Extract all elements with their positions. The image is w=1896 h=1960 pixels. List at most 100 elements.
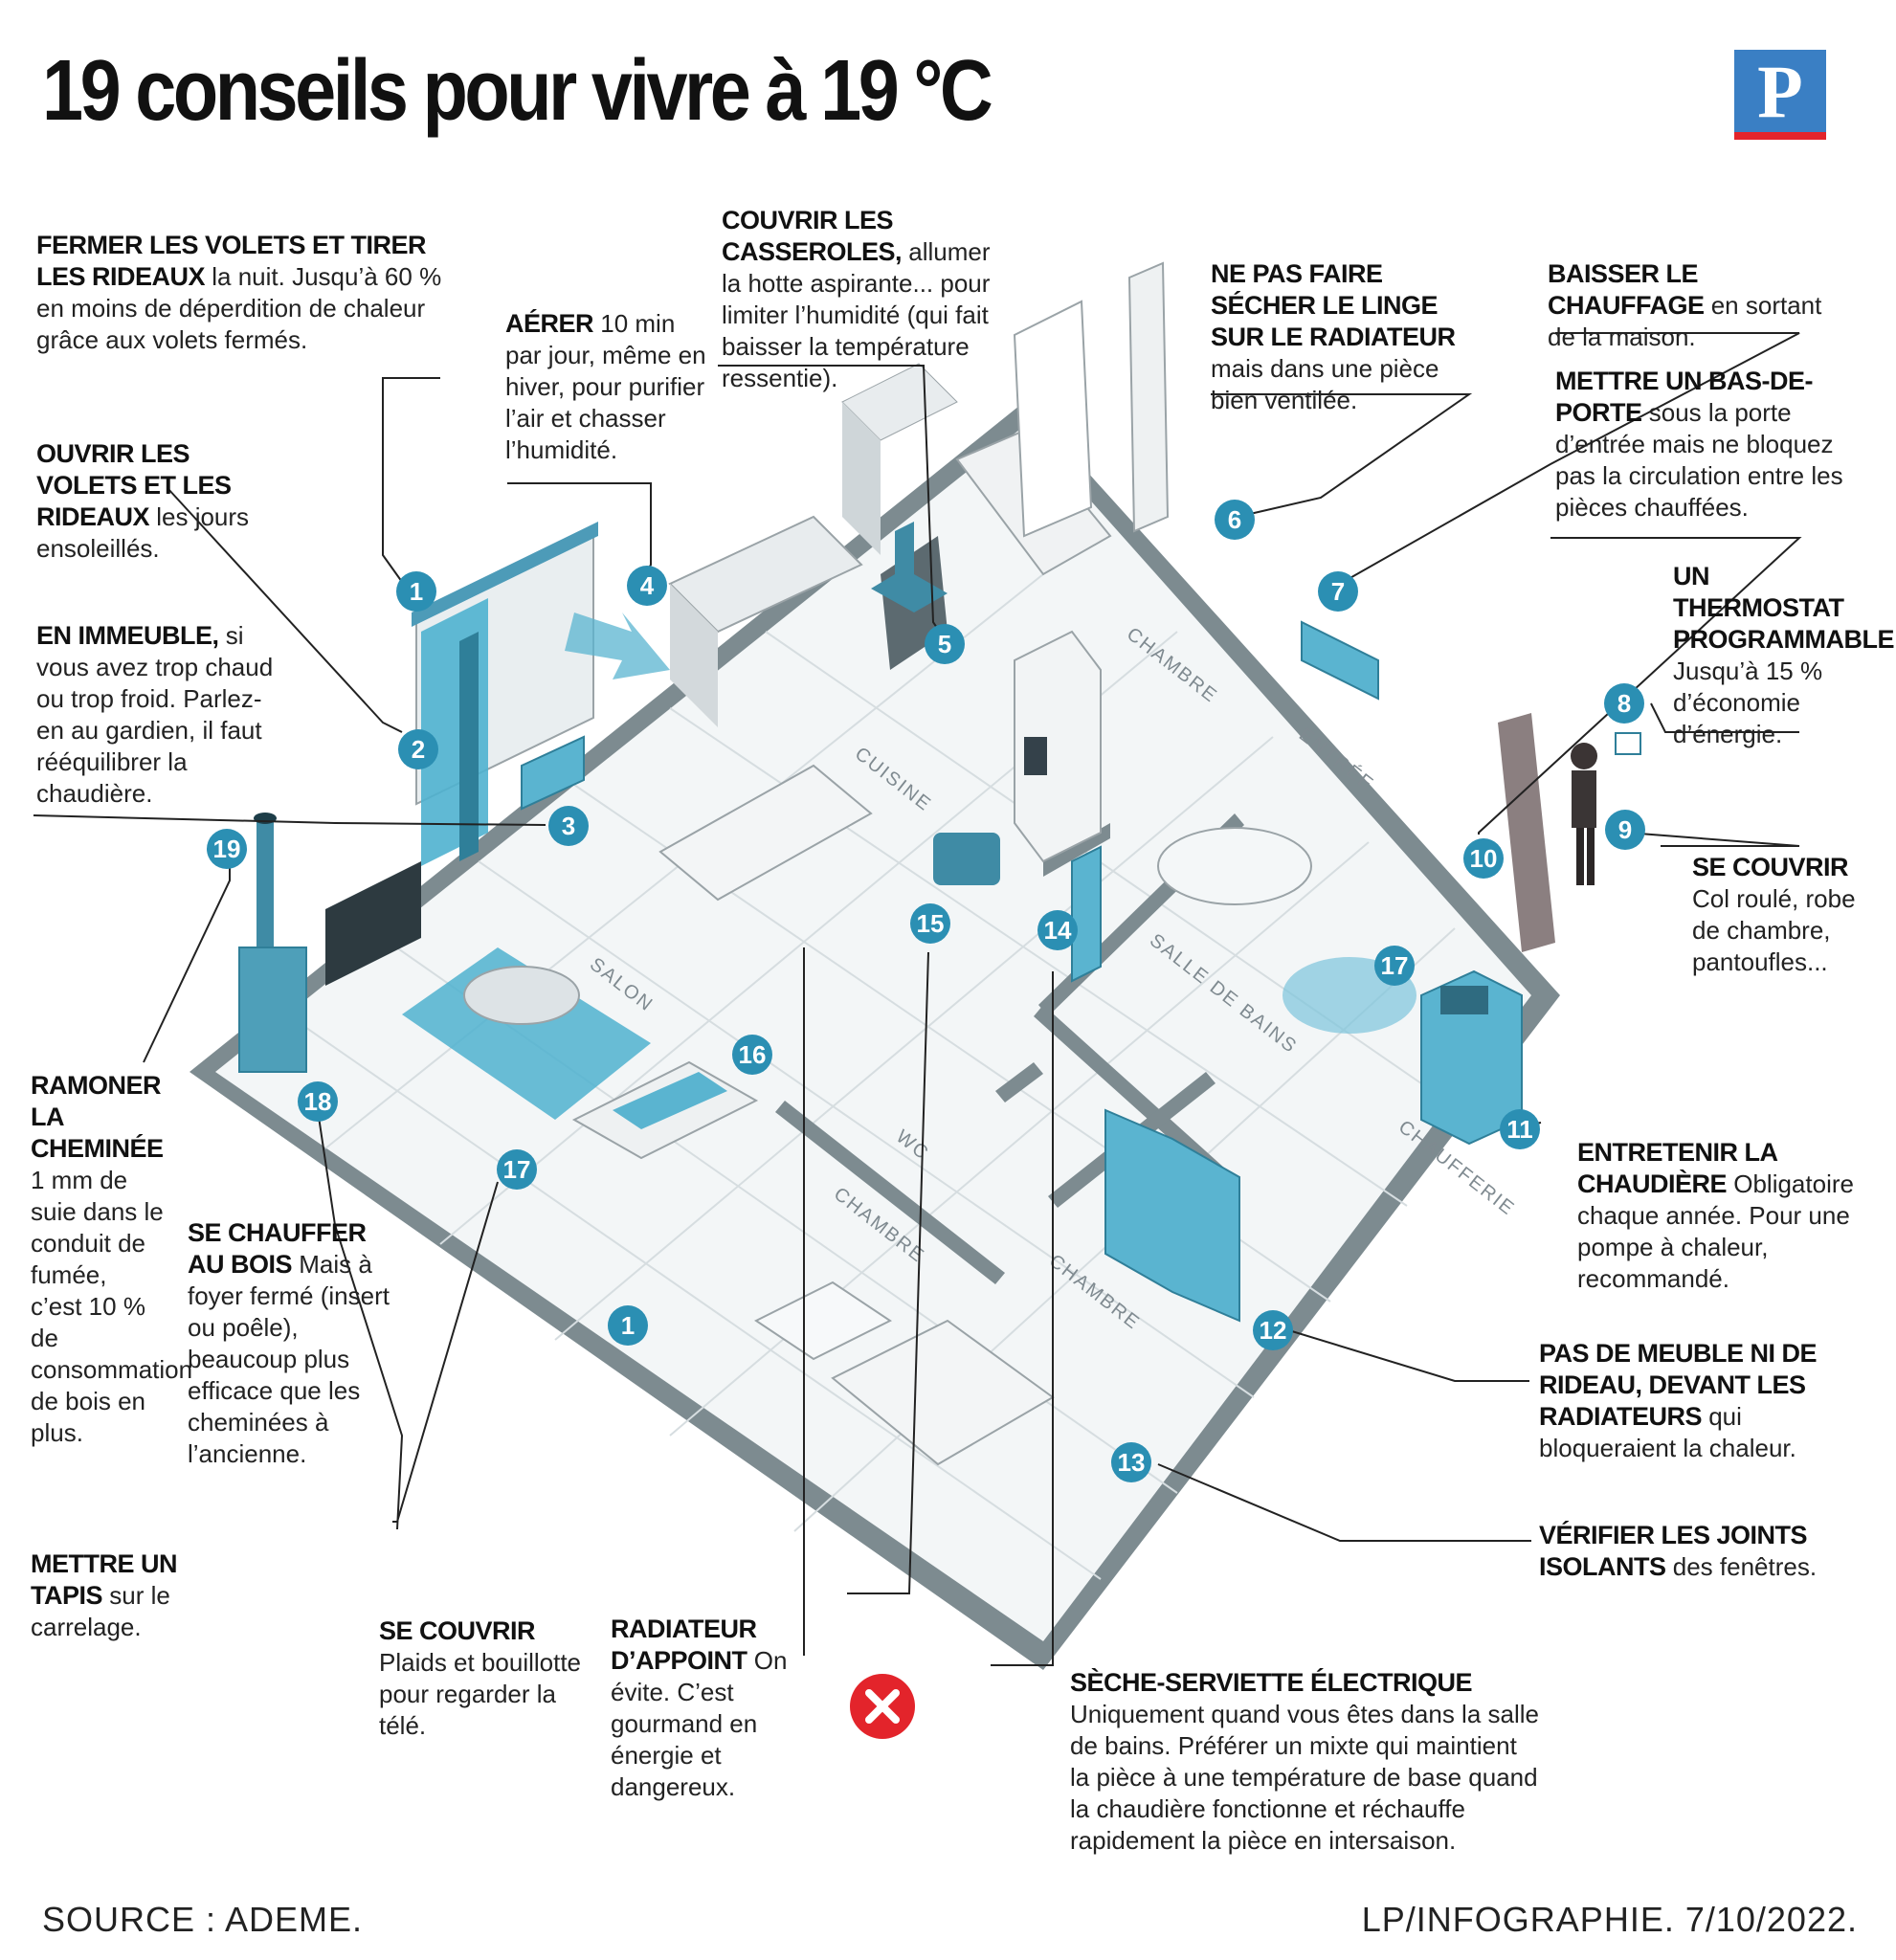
tip-heading: COUVRIR LES CASSEROLES, <box>722 206 903 266</box>
tip-heading: SE COUVRIR <box>379 1616 536 1645</box>
marker-11: 11 <box>1500 1109 1540 1149</box>
infographic-credit: LP/INFOGRAPHIE. 7/10/2022. <box>1361 1900 1858 1939</box>
towel-dryer <box>1071 845 1102 983</box>
tip-1b: OUVRIR LES VOLETS ET LES RIDEAUX les jou… <box>36 438 266 565</box>
cooker-hood <box>871 522 948 612</box>
marker-2: 2 <box>398 729 438 769</box>
marker-12: 12 <box>1253 1310 1293 1350</box>
marker-17b: 17 <box>497 1149 537 1190</box>
tip-body: la nuit. Jusqu’à 60 % en moins de déperd… <box>36 262 442 354</box>
bedroom-furniture <box>955 261 1170 576</box>
tip-5: COUVRIR LES CASSEROLES, allumer la hotte… <box>722 205 1009 394</box>
tip-body: Jusqu’à 15 % d’économie d’énergie. <box>1673 657 1823 748</box>
tip-heading: ENTRETENIR LA CHAUDIÈRE <box>1577 1138 1777 1198</box>
marker-7: 7 <box>1318 571 1358 612</box>
tip-body: si vous avez trop chaud ou trop froid. P… <box>36 621 274 808</box>
thermostat <box>1615 732 1641 755</box>
svg-text:4: 4 <box>640 571 655 600</box>
svg-text:7: 7 <box>1331 577 1345 606</box>
tip-heading: NE PAS FAIRE SÉCHER LE LINGE SUR LE RADI… <box>1211 259 1456 351</box>
tip-2: EN IMMEUBLE, si vous avez trop chaud ou … <box>36 620 276 810</box>
living-room-window <box>412 522 598 866</box>
television <box>325 861 421 986</box>
tip-body: On évite. C’est gourmand en énergie et d… <box>611 1646 788 1801</box>
svg-text:6: 6 <box>1228 505 1241 534</box>
tip-14: SÈCHE-SERVIETTE ÉLECTRIQUE Uniquement qu… <box>1070 1667 1539 1857</box>
marker-5: 5 <box>925 624 965 664</box>
svg-text:1: 1 <box>410 577 423 606</box>
person-figure <box>1571 743 1597 885</box>
tip-heading: VÉRIFIER LES JOINTS ISOLANTS <box>1539 1521 1808 1581</box>
air-arrow-icon <box>565 612 670 679</box>
tip-17: METTRE UN TAPIS sur le carrelage. <box>31 1548 222 1643</box>
marker-10: 10 <box>1463 838 1504 879</box>
crib <box>754 1281 892 1361</box>
svg-text:17: 17 <box>1381 951 1409 980</box>
tip-body: Mais à foyer fermé (insert ou poêle), be… <box>188 1250 390 1468</box>
tip-body: Col roulé, robe de chambre, pantoufles..… <box>1692 884 1856 976</box>
tip-1: FERMER LES VOLETS ET TIRER LES RIDEAUX l… <box>36 230 457 356</box>
tip-body: sur le carrelage. <box>31 1581 170 1641</box>
svg-text:18: 18 <box>304 1087 332 1116</box>
svg-text:15: 15 <box>917 909 945 938</box>
svg-text:10: 10 <box>1470 844 1498 873</box>
blanket <box>613 1072 727 1129</box>
house-floor <box>215 426 1531 1641</box>
tip-heading: SÈCHE-SERVIETTE ÉLECTRIQUE <box>1070 1668 1473 1697</box>
marker-3: 3 <box>548 806 589 846</box>
tip-body: en sortant de la maison. <box>1548 291 1822 351</box>
tip-heading: PAS DE MEUBLE NI DE RIDEAU, DEVANT LES R… <box>1539 1339 1818 1431</box>
tip-heading: AÉRER <box>505 309 594 338</box>
publication-logo: P <box>1734 50 1826 140</box>
tip-11: ENTRETENIR LA CHAUDIÈRE Obligatoire chaq… <box>1577 1137 1864 1295</box>
marker-4: 4 <box>627 566 667 606</box>
radiator <box>1301 620 1379 701</box>
marker-13: 13 <box>1111 1442 1151 1482</box>
tip-heading: RAMONER LA CHEMINÉE <box>31 1071 164 1163</box>
tip-body: mais dans une pièce bien ventilée. <box>1211 354 1439 414</box>
svg-text:13: 13 <box>1118 1448 1146 1477</box>
logo-letter: P <box>1757 50 1803 133</box>
tip-body: Plaids et bouillotte pour regarder la té… <box>379 1648 582 1740</box>
tip-heading: RADIATEUR D’APPOINT <box>611 1615 757 1675</box>
tip-body: allumer la hotte aspirante... pour limit… <box>722 237 991 392</box>
bathtub <box>1157 827 1312 905</box>
space-heater <box>933 833 1000 885</box>
marker-19: 19 <box>207 829 247 869</box>
tip-heading: BAISSER LE CHAUFFAGE <box>1548 259 1705 320</box>
svg-text:14: 14 <box>1044 916 1072 945</box>
marker-14: 14 <box>1037 910 1078 950</box>
marker-15: 15 <box>910 903 950 944</box>
tip-12: PAS DE MEUBLE NI DE RIDEAU, DEVANT LES R… <box>1539 1338 1855 1464</box>
tip-18: SE CHAUFFER AU BOIS Mais à foyer fermé (… <box>188 1217 398 1470</box>
marker-17: 17 <box>1374 946 1415 986</box>
tip-body: 10 min par jour, même en hiver, pour pur… <box>505 309 706 464</box>
marker-1: 1 <box>396 571 436 612</box>
tip-body: 1 mm de suie dans le conduit de fumée, c… <box>31 1166 193 1447</box>
source-credit: SOURCE : ADEME. <box>42 1900 364 1939</box>
tip-heading: FERMER LES VOLETS ET TIRER LES RIDEAUX <box>36 231 427 291</box>
marker-9: 9 <box>1605 810 1645 850</box>
svg-text:19: 19 <box>213 835 241 863</box>
number-markers: 1 2 3 4 5 6 7 8 9 10 11 12 13 14 15 16 1… <box>207 500 1645 1482</box>
wood-stove <box>238 813 307 1073</box>
tip-heading: SE COUVRIR <box>1692 853 1849 881</box>
tip-body: Obligatoire chaque année. Pour une pompe… <box>1577 1169 1854 1293</box>
svg-text:2: 2 <box>412 735 425 764</box>
tip-10: METTRE UN BAS-DE-PORTE sous la porte d’e… <box>1555 366 1862 523</box>
marker-6: 6 <box>1215 500 1255 540</box>
tip-heading: METTRE UN BAS-DE-PORTE <box>1555 367 1814 427</box>
entrance-door <box>1498 713 1555 952</box>
tip-9: SE COUVRIR Col roulé, robe de chambre, p… <box>1692 852 1864 978</box>
tip-body: sous la porte d’entrée mais ne bloquez p… <box>1555 398 1843 522</box>
tip-heading: EN IMMEUBLE, <box>36 621 219 650</box>
svg-text:9: 9 <box>1618 815 1632 844</box>
coffee-table <box>463 966 580 1025</box>
svg-text:3: 3 <box>562 812 575 840</box>
boiler <box>1420 969 1523 1146</box>
tip-4: AÉRER 10 min par jour, même en hiver, po… <box>505 308 706 466</box>
tip-heading: UN THERMOSTAT PROGRAMMABLE <box>1673 562 1895 654</box>
tip-body: Uniquement quand vous êtes dans la salle… <box>1070 1700 1539 1855</box>
marker-18: 18 <box>298 1081 338 1122</box>
